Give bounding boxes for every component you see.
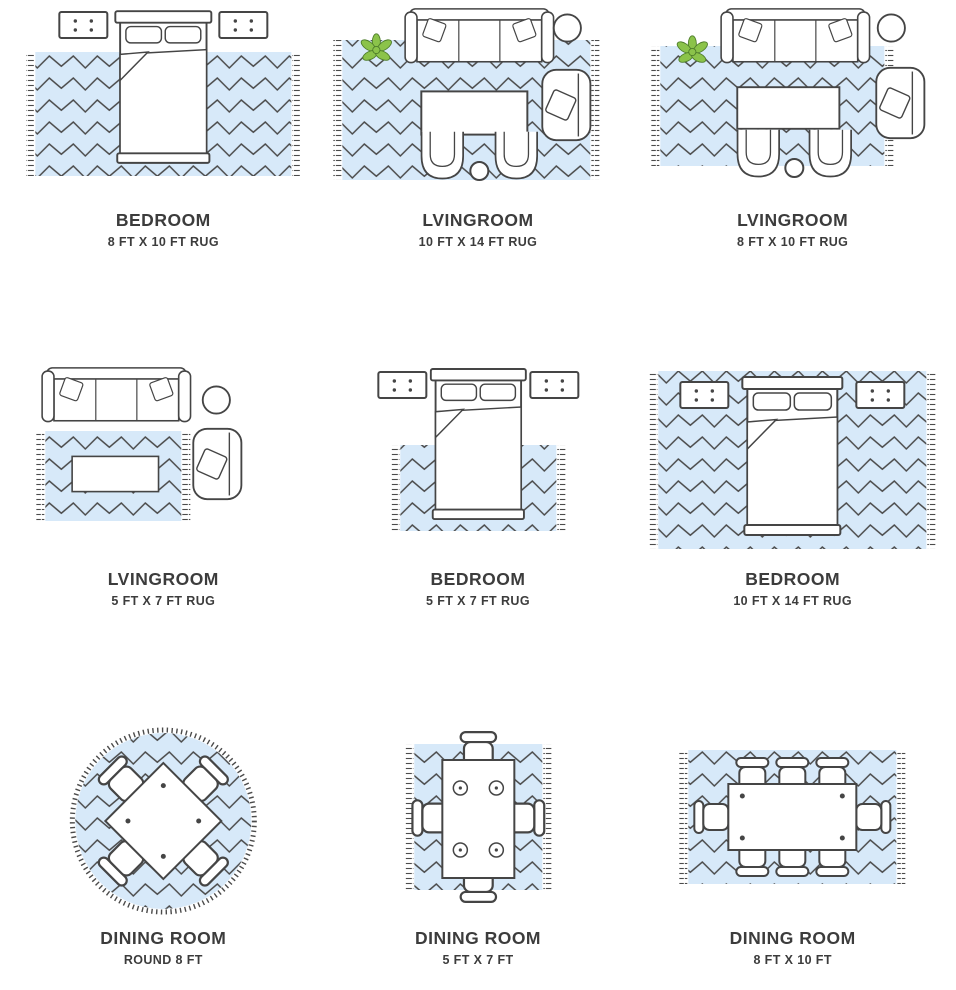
armchair-icon bbox=[494, 130, 538, 180]
cell-title: LVINGROOM bbox=[107, 569, 219, 589]
dining-chair-icon bbox=[693, 800, 730, 834]
cell-caption: LVINGROOM 8 FT X 10 FT RUG bbox=[737, 210, 848, 249]
nightstand-icon bbox=[58, 10, 109, 40]
cell-caption: BEDROOM 10 FT X 14 FT RUG bbox=[733, 569, 852, 608]
cell-subtitle: 8 FT X 10 FT RUG bbox=[737, 235, 849, 249]
cell-dining-8x10: DINING ROOM 8 FT X 10 FT bbox=[635, 726, 950, 967]
cell-caption: LVINGROOM 5 FT X 7 FT RUG bbox=[108, 569, 219, 608]
dining-chair-icon bbox=[855, 800, 892, 834]
cell-subtitle: 8 FT X 10 FT RUG bbox=[107, 235, 219, 249]
cell-caption: DINING ROOM 5 FT X 7 FT bbox=[415, 928, 541, 967]
cell-livingroom-10x14: LVINGROOM 10 FT X 14 FT RUG bbox=[321, 8, 636, 249]
nightstand-icon bbox=[679, 380, 730, 410]
side-table-icon bbox=[201, 385, 231, 415]
decor-ball-icon bbox=[784, 158, 805, 178]
cell-title: DINING ROOM bbox=[729, 928, 856, 948]
nightstand-icon bbox=[218, 10, 269, 40]
dining-round-8-illustration bbox=[69, 727, 257, 915]
cell-subtitle: 5 FT X 7 FT RUG bbox=[111, 594, 216, 608]
dining-table-icon bbox=[727, 783, 858, 851]
dining-table-icon bbox=[440, 759, 515, 879]
armchair-icon bbox=[808, 128, 853, 178]
armchair-icon bbox=[420, 130, 464, 180]
coffee-table-icon bbox=[419, 90, 529, 136]
cell-title: BEDROOM bbox=[115, 210, 211, 230]
armchair-icon bbox=[736, 128, 781, 178]
livingroom-5x7-illustration bbox=[36, 367, 243, 521]
cell-bedroom-8x10: BEDROOM 8 FT X 10 FT RUG bbox=[6, 8, 321, 249]
sofa-icon bbox=[41, 367, 192, 423]
bed-icon bbox=[114, 10, 213, 164]
cell-livingroom-5x7: LVINGROOM 5 FT X 7 FT RUG bbox=[6, 367, 321, 608]
decor-ball-icon bbox=[468, 161, 489, 181]
cell-caption: BEDROOM 5 FT X 7 FT RUG bbox=[426, 569, 530, 608]
lounge-chair-icon bbox=[192, 427, 243, 501]
cell-title: LVINGROOM bbox=[737, 210, 849, 230]
side-table-icon bbox=[877, 13, 907, 43]
plate-icon bbox=[488, 842, 504, 858]
side-table-icon bbox=[552, 13, 582, 43]
bedroom-8x10-illustration bbox=[26, 10, 301, 176]
bed-icon bbox=[429, 368, 527, 521]
cell-caption: LVINGROOM 10 FT X 14 FT RUG bbox=[419, 210, 538, 249]
bed-icon bbox=[741, 376, 844, 536]
cell-caption: DINING ROOM 8 FT X 10 FT bbox=[730, 928, 856, 967]
cell-title: BEDROOM bbox=[745, 569, 841, 589]
cell-livingroom-8x10: LVINGROOM 8 FT X 10 FT RUG bbox=[635, 8, 950, 249]
dining-table-icon bbox=[103, 761, 223, 881]
cell-bedroom-5x7: BEDROOM 5 FT X 7 FT RUG bbox=[321, 367, 636, 608]
cell-subtitle: 5 FT X 7 FT RUG bbox=[426, 594, 530, 608]
cell-caption: DINING ROOM ROUND 8 FT bbox=[100, 928, 226, 967]
livingroom-10x14-illustration bbox=[332, 8, 599, 181]
dining-8x10-illustration bbox=[679, 750, 906, 884]
cell-title: DINING ROOM bbox=[100, 928, 227, 948]
nightstand-icon bbox=[855, 380, 906, 410]
cell-subtitle: ROUND 8 FT bbox=[123, 953, 203, 967]
cell-subtitle: 10 FT X 14 FT RUG bbox=[733, 594, 852, 608]
livingroom-8x10-illustration bbox=[651, 8, 926, 178]
cell-title: LVINGROOM bbox=[422, 210, 534, 230]
cell-bedroom-10x14: BEDROOM 10 FT X 14 FT RUG bbox=[635, 367, 950, 608]
rug-size-guide: BEDROOM 8 FT X 10 FT RUG LVINGROOM 10 FT… bbox=[6, 8, 950, 967]
cell-dining-round-8: DINING ROOM ROUND 8 FT bbox=[6, 726, 321, 967]
nightstand-icon bbox=[376, 370, 428, 400]
cell-dining-5x7: DINING ROOM 5 FT X 7 FT bbox=[321, 726, 636, 967]
cell-title: DINING ROOM bbox=[414, 928, 542, 948]
lounge-chair-icon bbox=[541, 68, 591, 142]
cell-subtitle: 5 FT X 7 FT bbox=[442, 953, 514, 967]
cell-subtitle: 10 FT X 14 FT RUG bbox=[418, 235, 538, 249]
dining-5x7-illustration bbox=[404, 730, 551, 904]
sofa-icon bbox=[403, 8, 554, 64]
plate-icon bbox=[488, 780, 504, 796]
sofa-icon bbox=[720, 8, 871, 64]
cell-title: BEDROOM bbox=[430, 569, 526, 589]
cell-caption: BEDROOM 8 FT X 10 FT RUG bbox=[108, 210, 219, 249]
plate-icon bbox=[452, 780, 468, 796]
coffee-table-icon bbox=[71, 455, 160, 493]
cell-subtitle: 8 FT X 10 FT bbox=[753, 953, 832, 967]
bedroom-10x14-illustration bbox=[649, 371, 936, 549]
lounge-chair-icon bbox=[875, 66, 926, 140]
nightstand-icon bbox=[528, 370, 580, 400]
bedroom-5x7-illustration bbox=[376, 368, 580, 531]
coffee-table-icon bbox=[736, 86, 841, 130]
plate-icon bbox=[452, 842, 468, 858]
